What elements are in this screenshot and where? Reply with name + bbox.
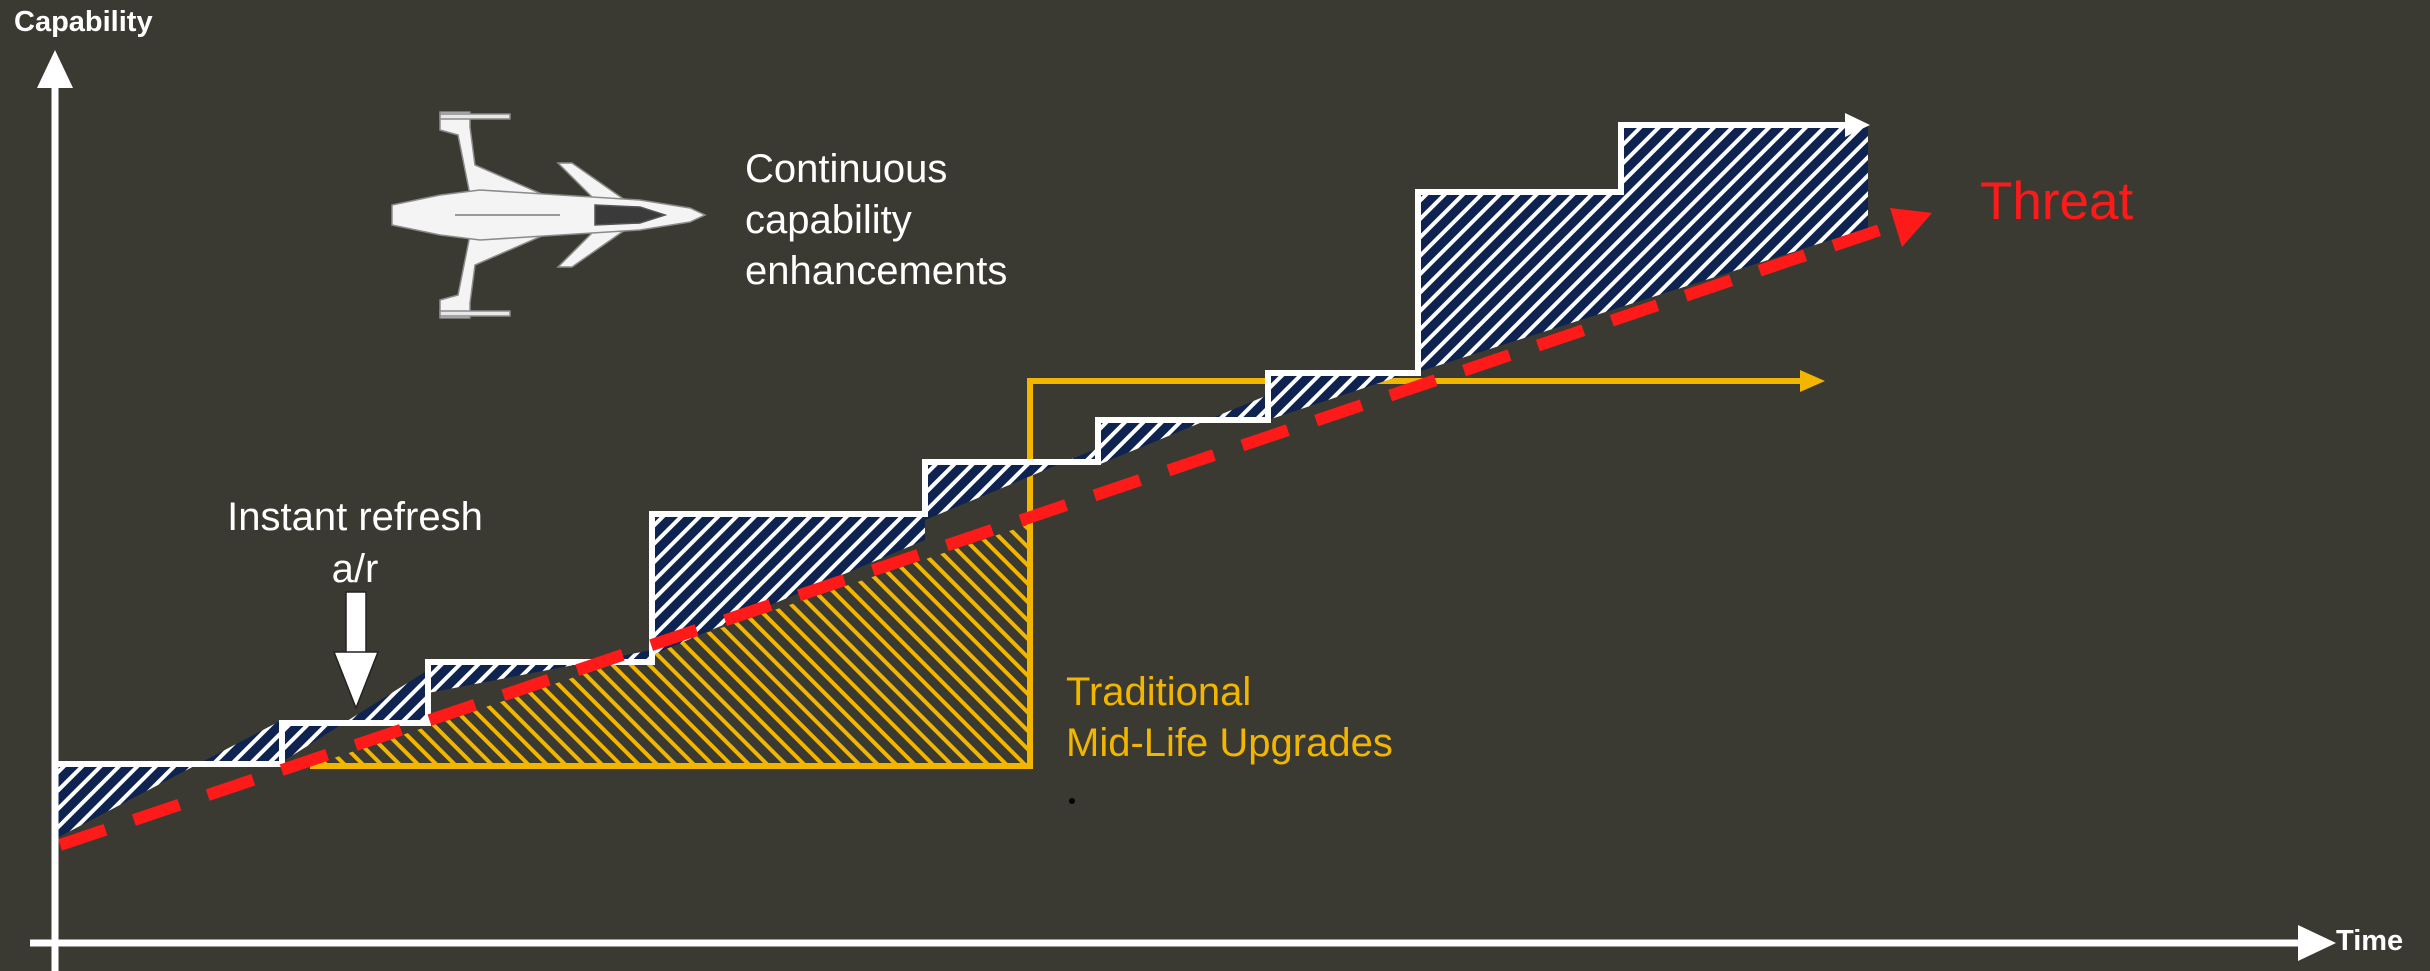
y-axis-arrowhead (37, 50, 73, 88)
x-axis-arrowhead (2298, 925, 2336, 961)
traditional-arrowhead (1800, 370, 1825, 392)
traditional-label-line1: Traditional (1066, 670, 1252, 714)
continuous-label-line2: capability (745, 198, 912, 242)
threat-label: Threat (1980, 172, 2134, 231)
arrow-down-icon (332, 591, 380, 711)
bullet-dot (1069, 798, 1075, 804)
continuous-capability-line (57, 122, 1848, 767)
continuous-label-line1: Continuous (745, 147, 948, 191)
y-axis-label: Capability (14, 6, 153, 38)
threat-line (58, 224, 1882, 851)
fighter-jet-icon (391, 111, 707, 319)
continuous-label-line3: enhancements (745, 249, 1008, 293)
capability-gap-areas (57, 125, 1868, 838)
continuous-arrowhead (1845, 113, 1870, 137)
instant-refresh-label: Instant refresh a/r (210, 491, 500, 595)
continuous-label: Continuous capability enhancements (745, 144, 1007, 297)
x-axis-label: Time (2336, 925, 2404, 957)
traditional-label: Traditional Mid-Life Upgrades (1066, 667, 1393, 769)
threat-arrowhead (1890, 208, 1932, 247)
instant-refresh-line1: Instant refresh (227, 495, 483, 539)
traditional-label-line2: Mid-Life Upgrades (1066, 721, 1393, 765)
instant-refresh-line2: a/r (331, 547, 379, 591)
